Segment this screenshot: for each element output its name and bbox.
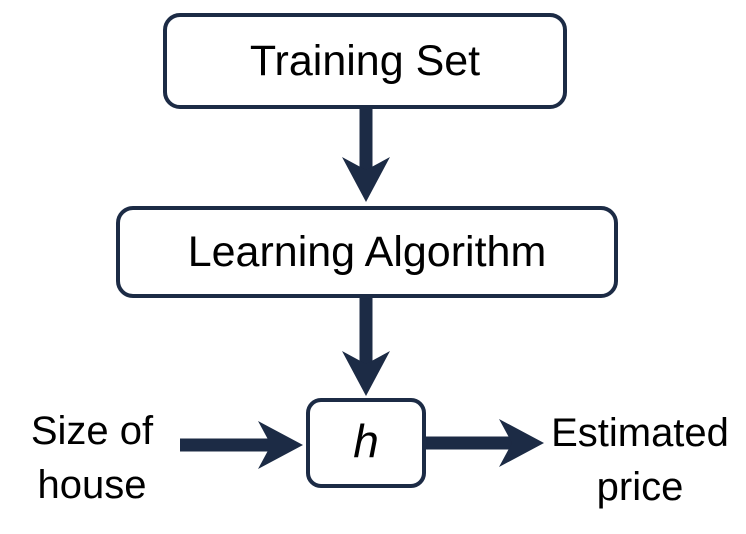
learning-algorithm-label: Learning Algorithm (187, 227, 547, 276)
learning-to-h-arrow (342, 296, 390, 396)
h-to-output-arrow (424, 419, 544, 467)
input-label: Size of house (30, 409, 154, 507)
input-to-h-arrow (180, 421, 303, 469)
training-set-box: Training Set (163, 13, 567, 109)
learning-algorithm-box: Learning Algorithm (116, 206, 618, 298)
training-set-label: Training Set (249, 36, 481, 85)
training-to-learning-arrow (342, 108, 390, 202)
hypothesis-label: h (353, 415, 379, 467)
hypothesis-box: h (306, 398, 426, 488)
output-label: Estimated price (551, 411, 729, 509)
